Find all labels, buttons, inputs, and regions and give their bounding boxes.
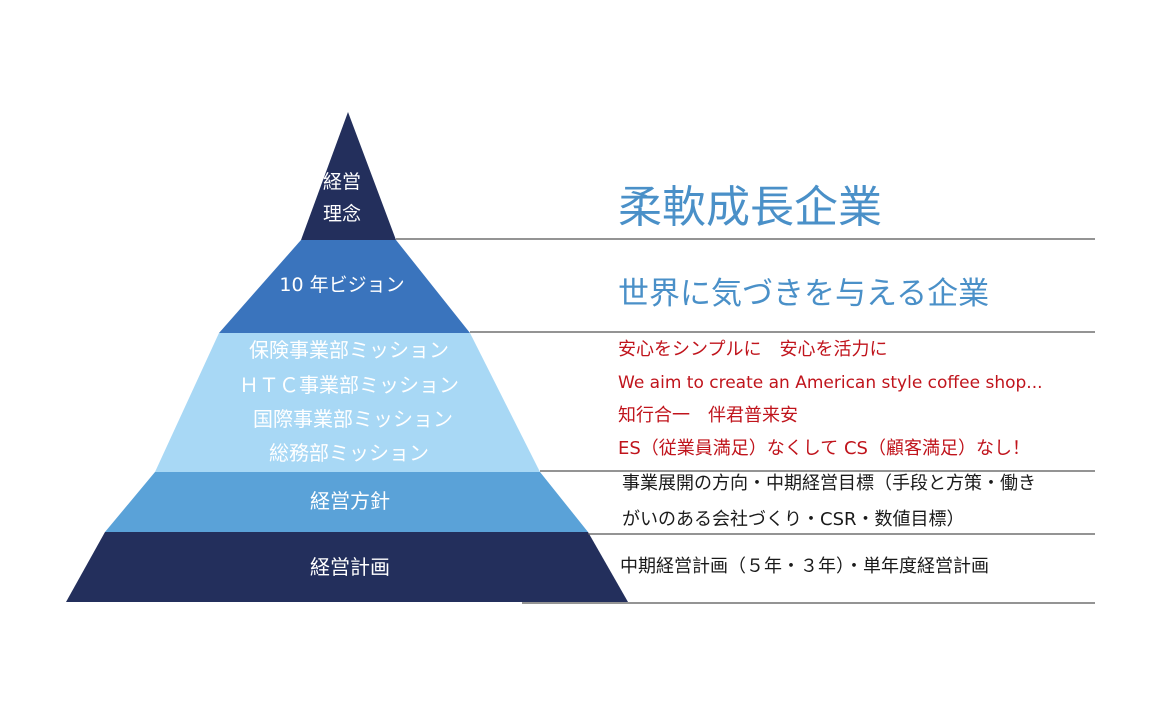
layer-philosophy (301, 112, 396, 240)
layer-plan (66, 532, 628, 602)
mission-label: ＨＴＣ事業部ミッション (239, 373, 459, 397)
layer-mission (155, 333, 540, 472)
philosophy-label-line1: 経営 (323, 171, 361, 193)
philosophy-label-line2: 理念 (323, 202, 361, 225)
plan-description: 中期経営計画（５年・３年）・単年度経営計画 (620, 556, 989, 577)
mission-label: 保険事業部ミッション (249, 338, 449, 362)
policy-label: 経営方針 (310, 489, 390, 513)
mission-statement: ES（従業員満足）なくして CS（顧客満足）なし！ (618, 438, 1030, 459)
philosophy-statement: 柔軟成長企業 (618, 182, 882, 233)
policy-description-line2: がいのある会社づくり・CSR・数値目標） (622, 509, 965, 530)
layer-policy (105, 472, 588, 532)
mission-statement: 知行合一 伴君普来安 (618, 405, 798, 426)
mission-statement: We aim to create an American style coffe… (618, 373, 1043, 393)
vision-statement: 世界に気づきを与える企業 (618, 276, 990, 312)
layer-vision (219, 240, 470, 333)
mission-label: 国際事業部ミッション (253, 407, 453, 431)
mission-label: 総務部ミッション (269, 441, 429, 465)
mission-statement: 安心をシンプルに 安心を活力に (618, 339, 888, 360)
plan-label: 経営計画 (310, 555, 390, 579)
policy-description-line1: 事業展開の方向・中期経営目標（手段と方策・働き (622, 473, 1036, 494)
vision-label: 10 年ビジョン (279, 274, 404, 296)
